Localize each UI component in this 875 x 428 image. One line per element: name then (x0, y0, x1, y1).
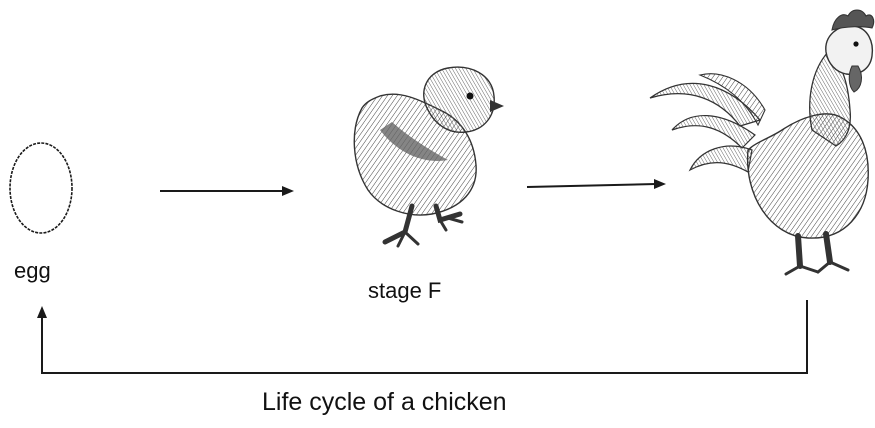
egg-label: egg (14, 258, 51, 284)
diagram-caption: Life cycle of a chicken (262, 388, 507, 417)
egg-illustration (10, 143, 72, 233)
chick-illustration (354, 67, 504, 246)
arrow-rooster-to-egg (37, 300, 807, 373)
stage-f-label: stage F (368, 278, 441, 304)
rooster-illustration (650, 10, 874, 274)
arrow-egg-to-chick (160, 186, 294, 196)
arrow-chick-to-rooster (527, 179, 666, 189)
